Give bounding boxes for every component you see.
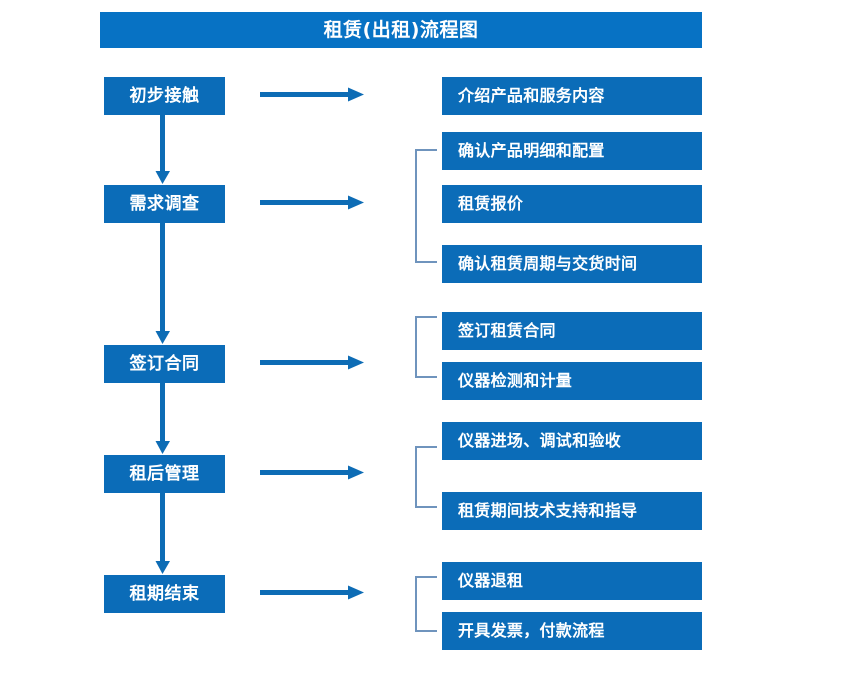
detail-label: 仪器退租 (458, 571, 524, 590)
arrow-down-4 (152, 493, 174, 575)
stage-label: 初步接触 (129, 85, 200, 106)
detail-box-4-2[interactable]: 租赁期间技术支持和指导 (442, 492, 702, 530)
detail-label: 仪器检测和计量 (458, 371, 573, 390)
arrow-down-1 (152, 115, 174, 185)
detail-box-4-1[interactable]: 仪器进场、调试和验收 (442, 422, 702, 460)
stage-box-3[interactable]: 签订合同 (104, 345, 225, 383)
detail-box-5-1[interactable]: 仪器退租 (442, 562, 702, 600)
chart-title-bar: 租赁(出租)流程图 (100, 12, 702, 48)
stage-label: 租后管理 (129, 463, 200, 484)
arrow-right-2 (260, 193, 365, 215)
stage-label: 需求调查 (129, 193, 200, 214)
detail-box-3-1[interactable]: 签订租赁合同 (442, 312, 702, 350)
group-bracket-2 (414, 149, 438, 263)
arrow-down-3 (152, 383, 174, 455)
stage-box-1[interactable]: 初步接触 (104, 77, 225, 115)
detail-box-3-2[interactable]: 仪器检测和计量 (442, 362, 702, 400)
detail-label: 确认租赁周期与交货时间 (458, 254, 638, 273)
arrow-right-5 (260, 583, 365, 605)
arrow-right-1 (260, 85, 365, 107)
arrow-right-4 (260, 463, 365, 485)
stage-box-2[interactable]: 需求调查 (104, 185, 225, 223)
group-bracket-5 (414, 576, 438, 632)
group-bracket-3 (414, 316, 438, 378)
detail-label: 确认产品明细和配置 (458, 141, 605, 160)
detail-box-5-2[interactable]: 开具发票，付款流程 (442, 612, 702, 650)
detail-box-1-1[interactable]: 介绍产品和服务内容 (442, 77, 702, 115)
detail-label: 介绍产品和服务内容 (458, 86, 605, 105)
arrow-right-3 (260, 353, 365, 375)
stage-box-4[interactable]: 租后管理 (104, 455, 225, 493)
detail-box-2-3[interactable]: 确认租赁周期与交货时间 (442, 245, 702, 283)
detail-label: 租赁期间技术支持和指导 (458, 501, 638, 520)
arrow-down-2 (152, 223, 174, 345)
chart-title-text: 租赁(出租)流程图 (323, 18, 479, 41)
detail-label: 签订租赁合同 (458, 321, 556, 340)
detail-label: 租赁报价 (458, 194, 524, 213)
detail-label: 开具发票，付款流程 (458, 621, 605, 640)
detail-box-2-1[interactable]: 确认产品明细和配置 (442, 132, 702, 170)
stage-label: 租期结束 (129, 583, 200, 604)
group-bracket-4 (414, 446, 438, 508)
stage-box-5[interactable]: 租期结束 (104, 575, 225, 613)
detail-label: 仪器进场、调试和验收 (458, 431, 622, 450)
detail-box-2-2[interactable]: 租赁报价 (442, 185, 702, 223)
stage-label: 签订合同 (129, 353, 200, 374)
